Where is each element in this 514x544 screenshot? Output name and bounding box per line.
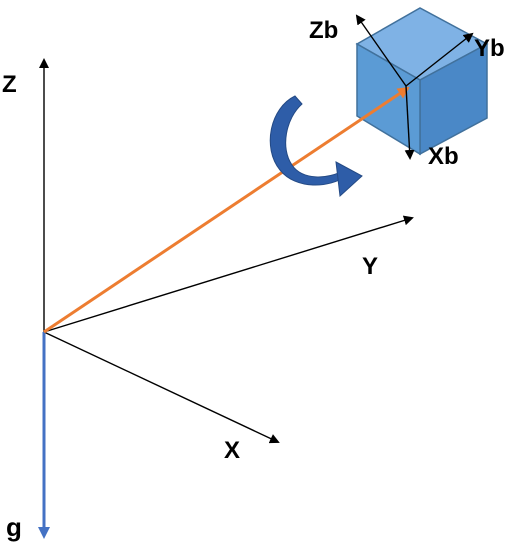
xb-axis-label: Xb — [428, 143, 459, 170]
yb-axis-label: Yb — [474, 35, 505, 62]
yb-axis — [405, 32, 474, 87]
curved-rotation-arrow-icon — [269, 95, 363, 198]
zb-axis-label: Zb — [309, 17, 338, 44]
z-axis-label: Z — [2, 71, 17, 98]
position-vector — [43, 86, 410, 334]
xb-axis — [404, 85, 415, 160]
gravity-label: g — [6, 512, 22, 542]
y-axis — [43, 215, 414, 333]
y-axis-label: Y — [362, 253, 378, 280]
cube-icon — [355, 7, 489, 156]
x-axis — [43, 331, 280, 444]
zb-axis — [355, 14, 407, 87]
x-axis-label: X — [224, 437, 240, 464]
